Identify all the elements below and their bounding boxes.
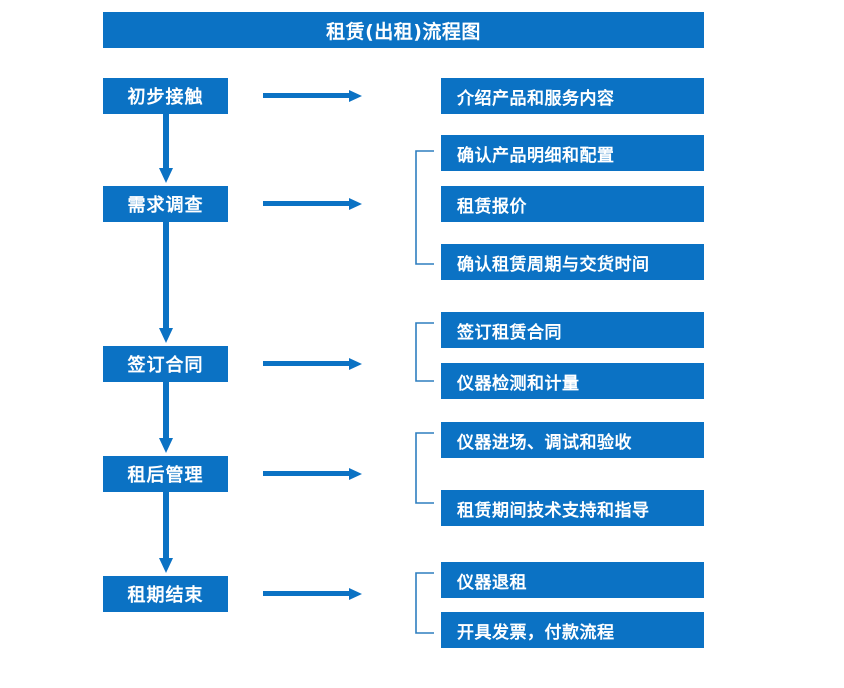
vertical-arrow-2	[155, 222, 177, 344]
horizontal-arrow-1	[263, 88, 363, 104]
detail-box-3[interactable]: 租赁报价	[441, 186, 704, 222]
horizontal-arrow-3	[263, 356, 363, 372]
detail-box-6[interactable]: 仪器检测和计量	[441, 363, 704, 399]
chart-title: 租赁(出租)流程图	[103, 12, 704, 48]
stage-box-2[interactable]: 需求调查	[103, 186, 228, 222]
horizontal-arrow-4	[263, 466, 363, 482]
group-bracket-4	[414, 432, 436, 504]
stage-box-1[interactable]: 初步接触	[103, 78, 228, 114]
group-bracket-2	[414, 150, 436, 265]
vertical-arrow-1	[155, 114, 177, 184]
stage-box-5[interactable]: 租期结束	[103, 576, 228, 612]
horizontal-arrow-2	[263, 196, 363, 212]
stage-box-4[interactable]: 租后管理	[103, 456, 228, 492]
stage-box-3[interactable]: 签订合同	[103, 346, 228, 382]
vertical-arrow-3	[155, 382, 177, 454]
detail-box-2[interactable]: 确认产品明细和配置	[441, 135, 704, 171]
detail-box-5[interactable]: 签订租赁合同	[441, 312, 704, 348]
detail-box-8[interactable]: 租赁期间技术支持和指导	[441, 490, 704, 526]
detail-box-10[interactable]: 开具发票，付款流程	[441, 612, 704, 648]
group-bracket-5	[414, 572, 436, 634]
vertical-arrow-4	[155, 492, 177, 574]
detail-box-7[interactable]: 仪器进场、调试和验收	[441, 422, 704, 458]
horizontal-arrow-5	[263, 586, 363, 602]
detail-box-4[interactable]: 确认租赁周期与交货时间	[441, 244, 704, 280]
detail-box-1[interactable]: 介绍产品和服务内容	[441, 78, 704, 114]
group-bracket-3	[414, 322, 436, 382]
detail-box-9[interactable]: 仪器退租	[441, 562, 704, 598]
